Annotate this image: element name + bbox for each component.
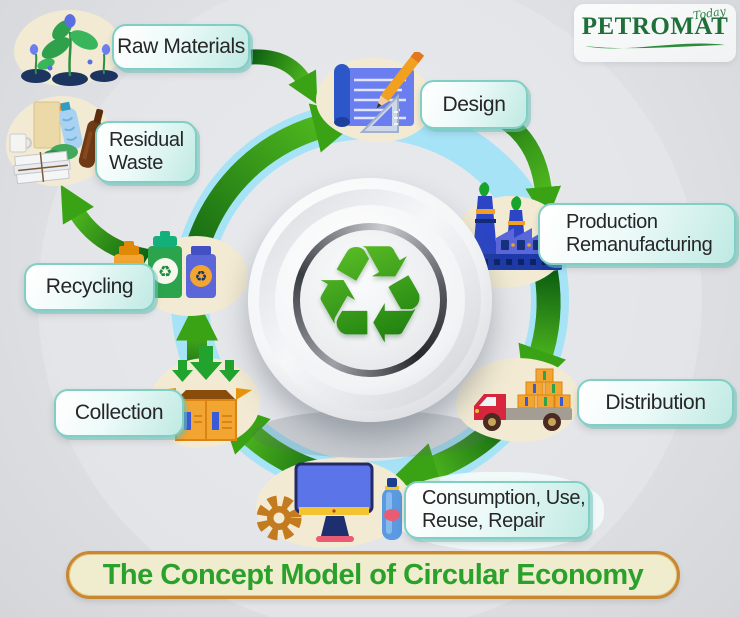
stage-pill-design: Design: [420, 80, 528, 129]
stage-label-line2: Reuse, Repair: [422, 510, 545, 532]
stage-pill-consumption: Consumption, Use, Reuse, Repair: [404, 481, 590, 539]
infographic-title: The Concept Model of Circular Economy: [102, 558, 644, 591]
seedling-plants-icon: [21, 14, 118, 86]
computer-gear-bottle-icon: [256, 462, 402, 542]
recycle-symbol-icon: ♻: [309, 217, 431, 375]
petromat-logo: Today PETROMAT: [574, 4, 736, 62]
stage-label-line1: Consumption, Use,: [422, 487, 586, 510]
stage-label: Collection: [74, 401, 164, 425]
stage-pill-distribution: Distribution: [577, 379, 734, 426]
stage-label: Distribution: [605, 390, 706, 414]
svg-text:♻: ♻: [158, 262, 172, 281]
logo-swoosh-icon: [585, 43, 725, 48]
blueprint-pencil-icon: [334, 52, 425, 133]
svg-text:♻: ♻: [195, 269, 208, 285]
disc-shadow: [252, 410, 488, 458]
stage-label-line1: Residual: [109, 129, 184, 152]
infographic-title-banner: The Concept Model of Circular Economy: [66, 551, 680, 599]
stage-label-line2: Waste: [109, 152, 163, 174]
stage-pill-recycling: Recycling: [24, 263, 155, 311]
stage-label-line1: Production: [566, 211, 658, 234]
stage-label: Raw Materials: [117, 35, 245, 59]
stage-label: Design: [442, 92, 506, 116]
logo-brand-text: PETROMAT: [581, 12, 729, 40]
stage-pill-production: Production Remanufacturing: [538, 203, 736, 265]
waste-pile-icon: [9, 101, 104, 185]
center-disc: ♻: [248, 178, 492, 422]
stage-label: Recycling: [45, 275, 134, 299]
disc-inner-face: ♻: [300, 217, 440, 375]
stage-label-line2: Remanufacturing: [566, 234, 713, 256]
stage-pill-raw-materials: Raw Materials: [112, 24, 250, 70]
arrow-production-to-distribution: [518, 269, 566, 399]
stage-pill-residual-waste: Residual Waste: [95, 121, 197, 183]
arrow-raw-materials-to-design: [250, 49, 318, 105]
delivery-truck-icon: [474, 368, 572, 431]
stage-pill-collection: Collection: [54, 389, 184, 437]
